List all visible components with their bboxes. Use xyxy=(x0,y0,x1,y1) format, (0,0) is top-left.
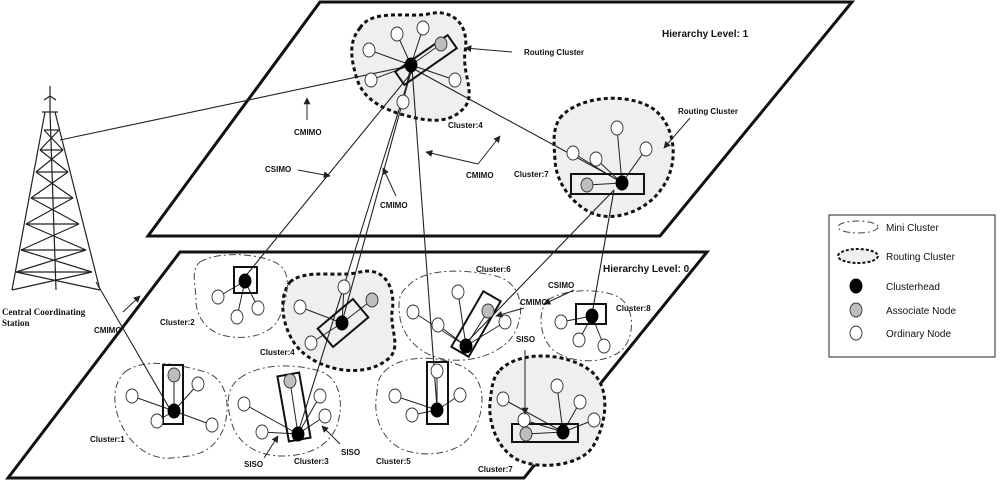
mini-cluster-3 xyxy=(227,365,341,457)
mini-cluster-6 xyxy=(398,270,522,361)
central-coordinating-station-tower xyxy=(11,86,101,291)
hierarchy-level-0-label: Hierarchy Level: 0 xyxy=(603,264,690,275)
cluster-label-2: Cluster:2 xyxy=(160,318,195,327)
cmimo-label-station: CMIMO xyxy=(94,326,122,335)
legend: Mini Cluster Routing Cluster Clusterhead… xyxy=(828,214,996,358)
cmimo-label-a: CMIMO xyxy=(294,128,322,137)
mini-cluster-5 xyxy=(375,357,483,455)
legend-associate-node-icon xyxy=(849,302,863,318)
cluster-label-8: Cluster:8 xyxy=(616,304,651,313)
cluster-label-4: Cluster:4 xyxy=(260,348,295,357)
legend-clusterhead-label: Clusterhead xyxy=(886,282,940,293)
cmimo-label-c: CMIMO xyxy=(466,171,494,180)
siso-label-c: SISO xyxy=(341,448,360,457)
mini-cluster-2 xyxy=(193,254,288,338)
legend-mini-cluster-swatch xyxy=(837,220,879,234)
cluster-label-top-4: Cluster:4 xyxy=(448,121,483,130)
legend-associate-node-label: Associate Node xyxy=(886,306,956,317)
clusterhead-boxes xyxy=(162,33,645,443)
legend-clusterhead-icon xyxy=(849,278,863,294)
csimo-label-a: CSIMO xyxy=(265,165,291,174)
cluster-label-6: Cluster:6 xyxy=(476,265,511,274)
station-label-line2: Station xyxy=(2,318,30,328)
routing-cluster-label-1: Routing Cluster xyxy=(524,48,584,57)
legend-mini-cluster-label: Mini Cluster xyxy=(886,223,939,234)
cluster-label-top-7: Cluster:7 xyxy=(514,170,549,179)
communication-links xyxy=(59,65,621,434)
cluster-label-7: Cluster:7 xyxy=(478,465,513,474)
legend-ordinary-node-label: Ordinary Node xyxy=(886,329,951,340)
nodes xyxy=(125,20,653,442)
routing-cluster-bottom-7 xyxy=(488,354,607,467)
cmimo-label-d: CMIMO xyxy=(520,298,548,307)
station-label-line1: Central Coordinating xyxy=(2,307,86,317)
cmimo-label-b: CMIMO xyxy=(380,201,408,210)
legend-routing-cluster-label: Routing Cluster xyxy=(886,252,956,263)
legend-routing-cluster-swatch xyxy=(837,248,879,264)
legend-ordinary-node-icon xyxy=(849,325,863,341)
routing-cluster-label-2: Routing Cluster xyxy=(678,107,738,116)
hierarchy-level-1-label: Hierarchy Level: 1 xyxy=(662,29,749,40)
annotation-arrows xyxy=(122,45,691,459)
siso-label-b: SISO xyxy=(244,460,263,469)
cluster-label-1: Cluster:1 xyxy=(90,435,125,444)
cluster-label-3: Cluster:3 xyxy=(294,457,329,466)
cluster-label-5: Cluster:5 xyxy=(376,457,411,466)
csimo-label-b: CSIMO xyxy=(548,281,574,290)
mini-cluster-1 xyxy=(114,362,228,459)
siso-label-a: SISO xyxy=(516,335,535,344)
